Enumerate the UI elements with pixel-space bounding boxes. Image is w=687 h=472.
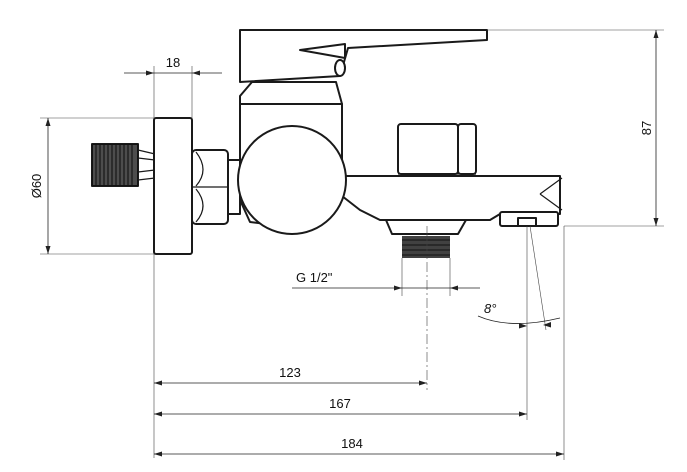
dim-184-label: 184 xyxy=(341,436,363,451)
dim-123-label: 123 xyxy=(279,365,301,380)
thread-label: G 1/2" xyxy=(296,270,333,285)
diverter-knob xyxy=(397,123,477,175)
dim-167: 167 xyxy=(154,334,528,420)
hex-nut xyxy=(191,149,241,225)
connector-thread xyxy=(92,144,138,186)
dim-thread-g12: G 1/2" xyxy=(292,258,480,296)
dim-87-label: 87 xyxy=(639,121,654,135)
wall-flange xyxy=(153,117,193,255)
dim-angle-8: 8° xyxy=(477,225,561,334)
cartridge-housing xyxy=(239,81,343,105)
dim-184: 184 xyxy=(154,226,565,460)
dim-87: 87 xyxy=(487,29,664,227)
dim-167-label: 167 xyxy=(329,396,351,411)
dim-18: 18 xyxy=(124,55,222,118)
dim-123: 123 xyxy=(153,254,427,458)
dim-diameter-60: Ø60 xyxy=(29,117,154,255)
body-cap xyxy=(237,125,347,235)
dim-18-label: 18 xyxy=(166,55,180,70)
spout-tip xyxy=(499,177,563,227)
wall-connector xyxy=(91,143,156,187)
dim-60-label: Ø60 xyxy=(29,174,44,199)
lever-handle xyxy=(239,29,488,83)
angle-label: 8° xyxy=(484,301,496,316)
bottom-inlet xyxy=(385,219,467,258)
